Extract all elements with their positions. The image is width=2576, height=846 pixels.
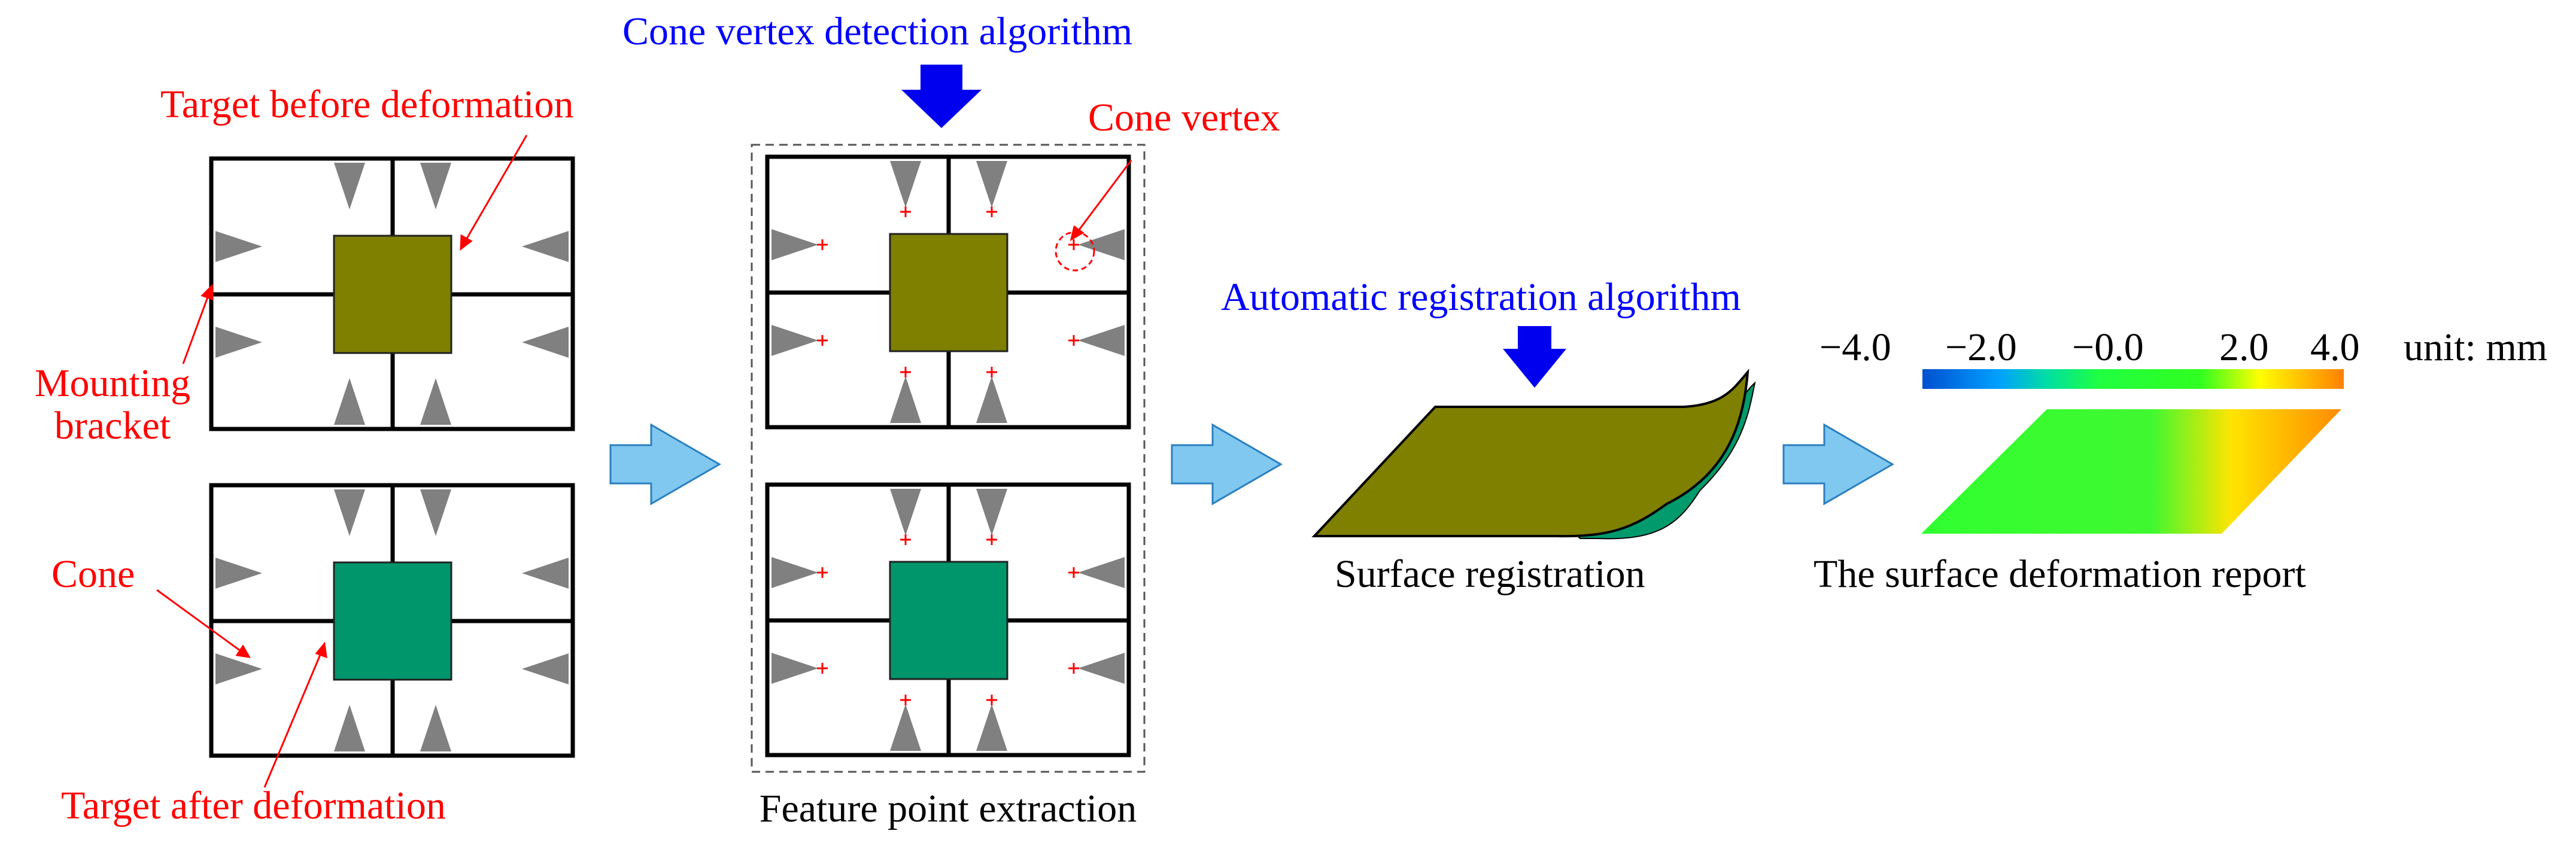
auto-registration-algorithm-label: Automatic registration algorithm xyxy=(1221,275,1741,319)
flow-arrow-icon xyxy=(1782,423,1894,506)
colorbar xyxy=(1922,369,2344,389)
feature-panel-after xyxy=(765,482,1131,757)
colorbar-tick-label: −4.0 xyxy=(1819,325,1891,369)
leader-mounting-bracket xyxy=(182,295,209,364)
cone-icon xyxy=(976,704,1007,751)
colorbar-tick-label: −2.0 xyxy=(1945,325,2017,369)
surface-registration-shape xyxy=(1311,369,1756,540)
cone-icon xyxy=(334,378,365,425)
leader-target-before xyxy=(464,135,528,241)
leader-arrowhead-icon xyxy=(460,234,473,251)
cone-icon xyxy=(420,163,451,209)
cone-vertex-algorithm-label: Cone vertex detection algorithm xyxy=(622,10,1132,53)
colorbar-tick-label: −0.0 xyxy=(2072,325,2144,369)
cone-icon xyxy=(420,378,451,425)
cone-icon xyxy=(420,489,451,536)
feature-point-extraction-label: Feature point extraction xyxy=(760,787,1137,830)
surface-registration-label: Surface registration xyxy=(1335,552,1645,596)
leader-arrowhead-icon xyxy=(235,644,251,658)
cone-icon xyxy=(771,653,818,684)
cone-icon xyxy=(215,327,262,358)
target-panel-before xyxy=(209,156,575,431)
colorbar-tick-label: 4.0 xyxy=(2310,325,2360,369)
cone-icon xyxy=(522,327,569,358)
cone-icon xyxy=(976,161,1007,208)
cone-icon xyxy=(334,163,365,209)
target-after-label: Target after deformation xyxy=(61,784,446,827)
leader-arrowhead-icon xyxy=(201,284,214,301)
leader-cone-vertex xyxy=(1076,160,1132,233)
cone-icon xyxy=(771,229,818,260)
feature-panel-before xyxy=(765,154,1131,430)
deformation-report-label: The surface deformation report xyxy=(1813,552,2306,596)
target-panel-after xyxy=(209,483,575,758)
cone-icon xyxy=(1078,557,1125,588)
cone-icon xyxy=(890,489,921,535)
cone-icon xyxy=(215,558,262,589)
cone-vertex-label: Cone vertex xyxy=(1088,96,1280,139)
algorithm-arrow-icon xyxy=(1503,326,1566,388)
cone-icon xyxy=(890,376,921,423)
cone-icon xyxy=(890,161,921,208)
cone-icon xyxy=(522,231,569,262)
cone-icon xyxy=(771,557,818,588)
cone-icon xyxy=(420,705,451,751)
target-before-label: Target before deformation xyxy=(160,83,574,126)
mounting-bracket-label-line1: Mounting xyxy=(35,361,190,405)
leader-cone xyxy=(156,589,241,652)
cone-icon xyxy=(334,489,365,536)
cone-icon xyxy=(771,325,818,356)
cone-icon xyxy=(522,558,569,589)
cone-icon xyxy=(1078,325,1125,356)
cone-icon xyxy=(334,705,365,751)
target-square xyxy=(333,561,452,681)
cone-icon xyxy=(1078,229,1125,260)
flow-arrow-icon xyxy=(1171,423,1283,506)
leader-arrowhead-icon xyxy=(315,641,327,659)
flow-arrow-icon xyxy=(609,423,721,506)
cone-icon xyxy=(215,231,262,262)
target-square xyxy=(333,235,452,354)
cone-icon xyxy=(976,489,1007,535)
deformation-report-shape xyxy=(1921,409,2341,534)
cone-icon xyxy=(976,376,1007,423)
colorbar-tick-label: 2.0 xyxy=(2219,325,2269,369)
cone-icon xyxy=(890,704,921,751)
feature-extraction-box xyxy=(751,144,1146,773)
cone-label: Cone xyxy=(51,552,135,596)
cone-icon xyxy=(1078,653,1125,684)
mounting-bracket-label-line2: bracket xyxy=(54,404,171,448)
algorithm-arrow-icon xyxy=(901,65,982,128)
leader-arrowhead-icon xyxy=(1070,225,1085,242)
leader-target-after xyxy=(263,653,322,788)
target-square xyxy=(889,233,1008,352)
target-square xyxy=(889,561,1008,680)
cone-icon xyxy=(215,653,262,684)
cone-icon xyxy=(522,653,569,684)
colorbar-unit-label: unit: mm xyxy=(2404,325,2547,369)
